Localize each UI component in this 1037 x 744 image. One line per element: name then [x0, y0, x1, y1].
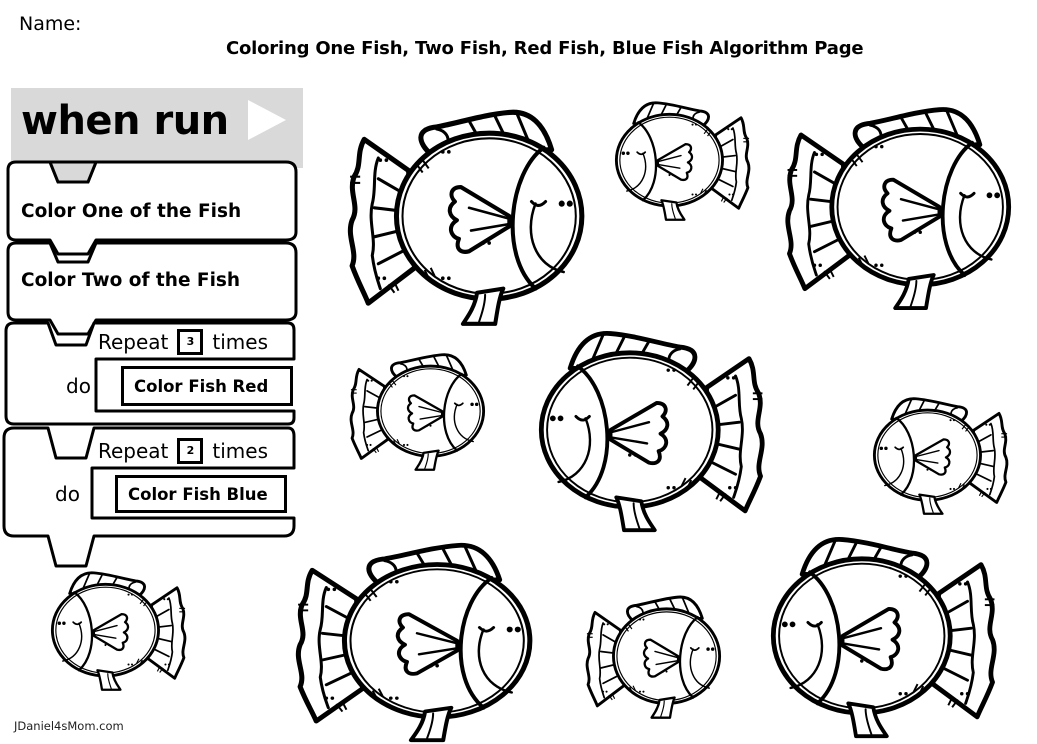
fish-icon[interactable]	[776, 98, 1026, 312]
fish-icon[interactable]	[286, 534, 548, 744]
when-run-label: when run	[21, 98, 229, 144]
do-label: do	[55, 482, 80, 506]
fish-icon[interactable]	[42, 566, 192, 692]
command-color-one-fish[interactable]: Color One of the Fish	[21, 201, 242, 222]
fish-icon[interactable]	[864, 392, 1014, 516]
repeat-count-input[interactable]: 3	[177, 329, 204, 355]
repeat-block-blue[interactable]: Repeat 2 times	[98, 436, 268, 466]
repeat-prefix: Repeat	[98, 439, 169, 463]
fish-icon[interactable]	[344, 348, 494, 472]
repeat-block-outline	[4, 321, 296, 426]
command-block-outline	[6, 241, 298, 336]
command-color-two-fish[interactable]: Color Two of the Fish	[21, 270, 241, 291]
play-triangle-icon	[248, 100, 286, 140]
command-color-fish-blue[interactable]: Color Fish Blue	[115, 475, 287, 513]
site-credit: JDaniel4sMom.com	[14, 719, 124, 733]
block-outlines	[2, 160, 298, 568]
repeat-suffix: times	[212, 330, 269, 354]
command-color-fish-red[interactable]: Color Fish Red	[121, 366, 293, 406]
repeat-count-input[interactable]: 2	[177, 438, 204, 464]
repeat-prefix: Repeat	[98, 330, 169, 354]
name-field-label: Name:	[19, 13, 82, 35]
fish-icon[interactable]	[756, 528, 1006, 740]
do-label: do	[66, 374, 91, 398]
fish-icon[interactable]	[606, 96, 756, 222]
repeat-block-outline	[2, 426, 296, 568]
when-run-block: when run	[11, 88, 303, 168]
fish-icon[interactable]	[338, 100, 600, 328]
command-block-outline	[6, 160, 298, 256]
fish-icon[interactable]	[524, 322, 774, 534]
repeat-suffix: times	[212, 439, 269, 463]
repeat-block-red[interactable]: Repeat 3 times	[98, 327, 268, 357]
algorithm-program: when run Color One of the Fish Color Two…	[0, 0, 320, 600]
page-title: Coloring One Fish, Two Fish, Red Fish, B…	[226, 38, 864, 59]
fish-icon[interactable]	[580, 590, 730, 720]
